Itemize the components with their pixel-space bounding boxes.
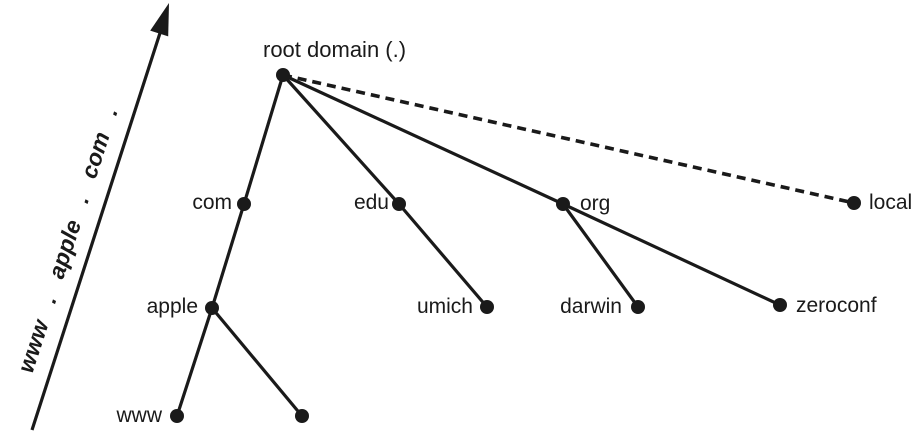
node-label-apple: apple [146,295,198,318]
query-arrow-shaft [30,32,162,431]
node-dot-apple [205,301,219,315]
edge-root-local-dashed [282,73,855,205]
node-dot-local [847,196,861,210]
node-label-darwin: darwin [560,295,622,318]
node-label-www: www [116,404,163,427]
edge-apple-unnamed [210,306,304,418]
edge-edu-umich [397,202,489,309]
node-dot-darwin [631,300,645,314]
node-dot-com [237,197,251,211]
node-label-com: com [192,191,232,214]
edge-apple-www [175,307,214,417]
node-label-zeroconf: zeroconf [796,294,877,317]
node-dot-root [276,68,290,82]
node-label-root: root domain (.) [263,37,407,62]
node-dot-org [556,197,570,211]
node-label-edu: edu [353,191,389,214]
node-label-umich: umich [416,295,473,318]
node-label-local: local [869,191,913,214]
edge-root-edu [281,73,401,206]
node-dot-umich [480,300,494,314]
edge-org-zeroconf [562,202,781,307]
edge-org-darwin [561,203,640,308]
node-dot-edu [392,197,406,211]
edge-root-com [242,74,285,205]
node-label-org: org [580,192,611,215]
node-dot-www [170,409,184,423]
node-dot-zeroconf [773,298,787,312]
node-dot-unnamed [295,409,309,423]
edge-com-apple [210,203,246,309]
query-arrow-head [150,3,169,37]
edge-root-org [282,73,564,206]
